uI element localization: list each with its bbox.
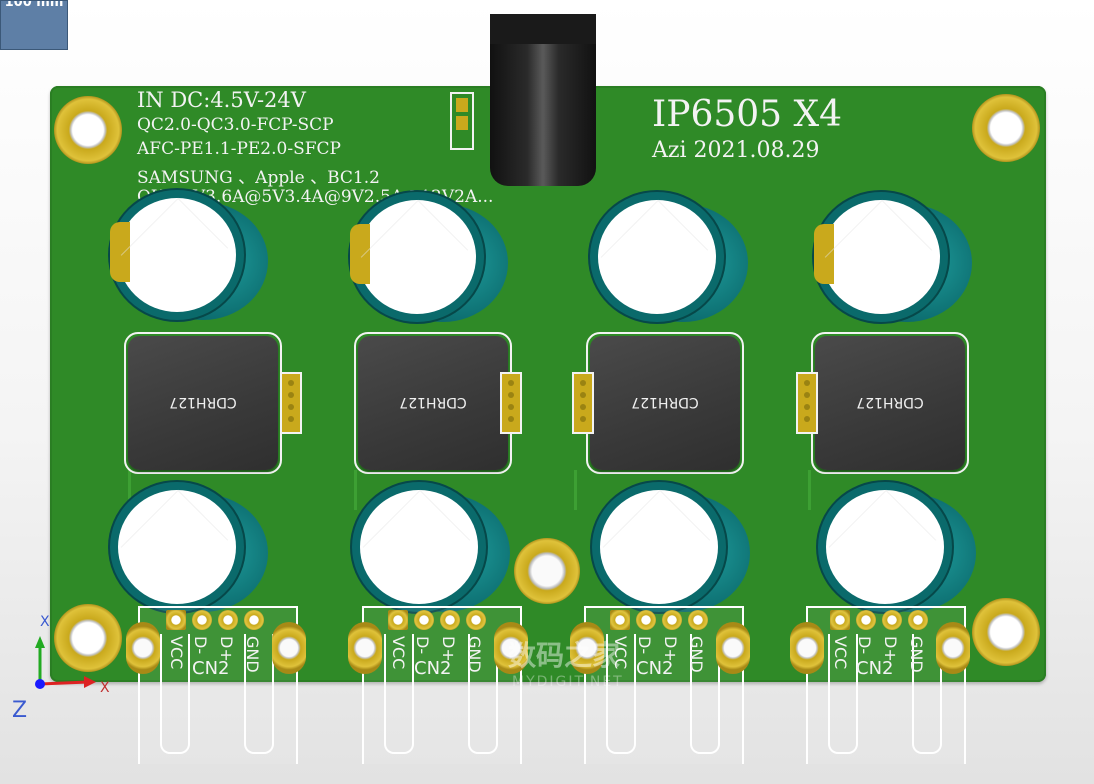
silk-protocols-2: AFC-PE1.1-PE2.0-SFCP — [137, 139, 341, 159]
usb-label-gnd: GND — [687, 636, 706, 673]
usb-shield-pad — [936, 622, 970, 674]
inductor-1: CDRH127 — [124, 332, 282, 474]
usb-label-gnd: GND — [243, 636, 262, 673]
mounting-hole-top-left — [54, 96, 122, 164]
usb-pin-dplus — [440, 610, 460, 630]
board-title: IP6505 X4 — [652, 94, 843, 135]
usb-pin-dminus — [414, 610, 434, 630]
axis-gizmo: X X — [35, 614, 110, 696]
inductor-label: CDRH127 — [399, 394, 467, 410]
usb-pin-vcc — [388, 610, 408, 630]
usb-pin-dplus — [218, 610, 238, 630]
capacitor-top-4 — [814, 194, 972, 324]
usb-shield-pad — [790, 622, 824, 674]
capacitor-bottom-4 — [826, 484, 976, 614]
board-author-date: Azi 2021.08.29 — [652, 138, 820, 163]
usb-shield-pad — [348, 622, 382, 674]
led-footprint — [450, 92, 474, 150]
usb-pin-dminus — [856, 610, 876, 630]
connector-label: CN2 — [856, 658, 894, 679]
trace — [574, 470, 577, 510]
scale-label: 100 mm — [4, 0, 64, 10]
scale-indicator: 100 mm — [0, 0, 68, 50]
usb-shield-pad — [272, 622, 306, 674]
usb-label-dminus: D- — [191, 636, 210, 655]
usb-label-dminus: D- — [413, 636, 432, 655]
usb-pin-gnd — [466, 610, 486, 630]
usb-pin-dminus — [636, 610, 656, 630]
capacitor-bottom-3 — [600, 484, 750, 614]
center-hole — [514, 538, 580, 604]
usb-pin-dplus — [662, 610, 682, 630]
watermark-cn: 数码之家 — [508, 639, 621, 672]
trace — [354, 470, 357, 510]
usb-pin-gnd — [908, 610, 928, 630]
usb-pin-gnd — [688, 610, 708, 630]
usb-pin-vcc — [830, 610, 850, 630]
silk-protocols-3: SAMSUNG 、Apple 、BC1.2 — [137, 168, 380, 188]
svg-text:X: X — [100, 680, 110, 696]
connector-label: CN2 — [636, 658, 674, 679]
inductor-label: CDRH127 — [169, 394, 237, 410]
watermark-en: MYDIGIT.NET — [512, 674, 624, 690]
capacitor-top-1 — [110, 192, 268, 322]
usb-shield-pad — [716, 622, 750, 674]
silk-input-spec: IN DC:4.5V-24V — [137, 88, 306, 112]
inductor-label: CDRH127 — [631, 394, 699, 410]
inductor-4: CDRH127 — [811, 332, 969, 474]
usb-pin-dplus — [882, 610, 902, 630]
inductor-label: CDRH127 — [856, 394, 924, 410]
axis-label-z: Z — [12, 698, 28, 723]
connector-label: CN2 — [414, 658, 452, 679]
inductor-3: CDRH127 — [586, 332, 744, 474]
ic-pads-1 — [280, 372, 302, 434]
usb-pin-vcc — [610, 610, 630, 630]
usb-label-gnd: GND — [907, 636, 926, 673]
usb-label-vcc: VCC — [167, 636, 186, 670]
usb-pin-gnd — [244, 610, 264, 630]
svg-text:X: X — [40, 614, 50, 630]
trace — [128, 470, 131, 510]
mounting-hole-bottom-right — [972, 598, 1040, 666]
capacitor-top-3 — [598, 194, 748, 324]
usb-pin-vcc — [166, 610, 186, 630]
ic-pads-4 — [796, 372, 818, 434]
usb-label-dminus: D- — [855, 636, 874, 655]
mounting-hole-top-right — [972, 94, 1040, 162]
usb-label-dminus: D- — [635, 636, 654, 655]
usb-shield-pad — [494, 622, 528, 674]
usb-label-gnd: GND — [465, 636, 484, 673]
inductor-2: CDRH127 — [354, 332, 512, 474]
usb-shield-pad — [570, 622, 604, 674]
ic-pads-3 — [572, 372, 594, 434]
usb-pin-dminus — [192, 610, 212, 630]
trace — [808, 470, 811, 510]
capacitor-bottom-2 — [360, 484, 510, 614]
usb-connector-2 — [362, 606, 522, 764]
usb-shield-pad — [126, 622, 160, 674]
dc-jack-top — [490, 14, 596, 44]
ic-pads-2 — [500, 372, 522, 434]
capacitor-top-2 — [350, 194, 508, 324]
usb-label-vcc: VCC — [831, 636, 850, 670]
mounting-hole-bottom-left — [54, 604, 122, 672]
capacitor-bottom-1 — [118, 484, 268, 614]
silk-protocols-1: QC2.0-QC3.0-FCP-SCP — [137, 115, 334, 135]
connector-label: CN2 — [192, 658, 230, 679]
usb-connector-1 — [138, 606, 298, 764]
usb-label-vcc: VCC — [389, 636, 408, 670]
